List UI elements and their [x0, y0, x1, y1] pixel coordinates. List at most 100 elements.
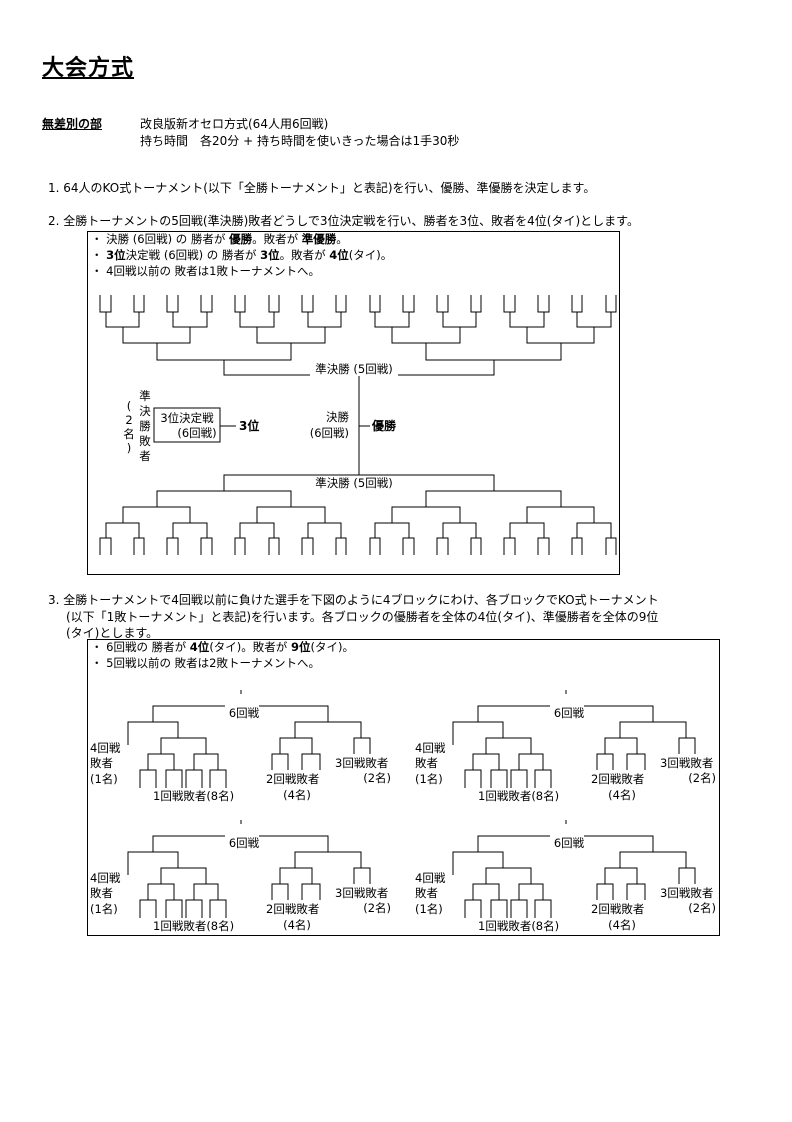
r3-losers-label: 3回戦敗者: [335, 756, 388, 770]
bracket-connector: [209, 899, 227, 918]
box1-note-2: ・ 3位決定戦 (6回戦) の 勝者が 3位。敗者が 4位(タイ)。: [91, 248, 393, 262]
svg-text:準: 準: [139, 389, 151, 403]
rule-item-3-cont-1: (以下「1敗トーナメント」と表記)を行います。各ブロックの優勝者を全体の4位(タ…: [66, 610, 659, 624]
bracket-connector: [518, 883, 544, 900]
box2-note-2: ・ 5回戦以前の 敗者は2敗トーナメントへ。: [91, 656, 320, 670]
bracket-connector: [279, 867, 313, 884]
third-place-match-box: [153, 407, 221, 443]
bracket-connector: [490, 769, 508, 788]
bracket-connector: [619, 721, 687, 738]
time-control: 持ち時間 各20分 + 持ち時間を使いきった場合は1手30秒: [140, 134, 460, 148]
r4-losers-count: (1名): [415, 902, 443, 916]
bracket-connector: [619, 851, 687, 868]
svg-text:2: 2: [125, 413, 132, 427]
bracket-connector: [596, 883, 614, 900]
svg-text:決: 決: [139, 404, 151, 418]
bracket-connector: [139, 899, 157, 918]
semifinal-losers-label: 準 決 勝 敗 者 ( 2 名 ): [123, 389, 151, 463]
r1-losers-label: 1回戦敗者(8名): [153, 789, 234, 803]
bracket-connector: [185, 769, 203, 788]
bracket-connector: [271, 883, 289, 900]
r4-losers-label: 4回戦: [90, 871, 121, 885]
third-place-result: 3位: [239, 418, 259, 433]
bracket-connector: [604, 867, 638, 884]
r2-losers-label: 2回戦敗者: [266, 902, 319, 916]
bracket-connector: [472, 753, 500, 770]
bracket-connector: [485, 737, 532, 754]
bracket-connector: [353, 737, 371, 754]
bracket-connector: [209, 769, 227, 788]
bracket-connector: [127, 721, 179, 745]
bracket-connector: [626, 883, 646, 900]
r3-losers-count: (2名): [363, 901, 391, 915]
round6-label: 6回戦: [229, 706, 260, 720]
r2-losers-label: 2回戦敗者: [591, 772, 644, 786]
svg-text:名: 名: [123, 427, 135, 441]
svg-text:勝: 勝: [139, 419, 151, 433]
r4-losers-count: (1名): [90, 902, 118, 916]
final-label: 決勝: [326, 410, 349, 424]
rule-item-3-cont-2: (タイ)とします。: [66, 626, 159, 640]
r4-losers-count: (1名): [415, 772, 443, 786]
r3-losers-count: (2名): [688, 901, 716, 915]
champion-label: 優勝: [371, 418, 397, 433]
r3-losers-label: 3回戦敗者: [335, 886, 388, 900]
svg-text:敗: 敗: [139, 434, 151, 448]
bracket-connector: [464, 899, 482, 918]
bracket-connector: [301, 883, 321, 900]
final-round-label: (6回戦): [310, 426, 349, 440]
svg-text:者: 者: [139, 449, 151, 463]
round6-label: 6回戦: [554, 706, 585, 720]
r4-losers-label: 敗者: [90, 886, 113, 900]
third-place-match-label: 3位決定戦: [160, 411, 214, 425]
rule-item-2: 2. 全勝トーナメントの5回戦(準決勝)敗者どうしで3位決定戦を行い、勝者を3位…: [48, 214, 639, 228]
r3-losers-label: 3回戦敗者: [660, 756, 713, 770]
bracket-connector: [160, 867, 207, 884]
bracket-connector: [185, 899, 203, 918]
r1-losers-label: 1回戦敗者(8名): [478, 789, 559, 803]
label-backing: [550, 824, 584, 838]
bracket-connector: [139, 769, 157, 788]
bracket-connector: [534, 899, 552, 918]
format-description: 改良版新オセロ方式(64人用6回戦): [140, 117, 329, 131]
bracket-connector: [271, 753, 289, 770]
box2-note-1: ・ 6回戦の 勝者が 4位(タイ)。敗者が 9位(タイ)。: [91, 640, 354, 654]
r2-losers-label: 2回戦敗者: [591, 902, 644, 916]
r1-losers-label: 1回戦敗者(8名): [153, 919, 234, 933]
bracket-connector: [518, 753, 544, 770]
r2-losers-count: (4名): [608, 918, 636, 932]
bracket-connector: [165, 769, 183, 788]
label-backing: [550, 694, 584, 708]
bracket-connector: [147, 883, 175, 900]
bracket-connector: [490, 899, 508, 918]
third-place-match-round: (6回戦): [177, 426, 216, 440]
bracket-connector: [193, 883, 219, 900]
r4-losers-label: 敗者: [415, 886, 438, 900]
section-label: 無差別の部: [42, 117, 103, 131]
r2-losers-count: (4名): [608, 788, 636, 802]
round6-label: 6回戦: [229, 836, 260, 850]
main-bracket-box: [87, 231, 620, 575]
r3-losers-count: (2名): [688, 771, 716, 785]
bracket-connector: [127, 851, 179, 875]
svg-text:(: (: [127, 399, 132, 413]
bracket-connector: [510, 899, 528, 918]
bracket-connector: [147, 753, 175, 770]
r2-losers-label: 2回戦敗者: [266, 772, 319, 786]
label-backing: [225, 824, 259, 838]
bracket-connector: [534, 769, 552, 788]
bracket-connector: [596, 753, 614, 770]
bracket-connector: [294, 851, 362, 868]
rule-item-1: 1. 64人のKO式トーナメント(以下「全勝トーナメント」と表記)を行い、優勝、…: [48, 181, 596, 195]
one-loss-bracket-box: [87, 639, 720, 936]
r4-losers-label: 4回戦: [90, 741, 121, 755]
r4-losers-count: (1名): [90, 772, 118, 786]
bracket-connector: [301, 753, 321, 770]
r3-losers-count: (2名): [363, 771, 391, 785]
semifinal-top-label: 準決勝 (5回戦): [315, 362, 392, 376]
bracket-connector: [464, 769, 482, 788]
label-backing: [225, 694, 259, 708]
bracket-connector: [485, 867, 532, 884]
bracket-connector: [165, 899, 183, 918]
